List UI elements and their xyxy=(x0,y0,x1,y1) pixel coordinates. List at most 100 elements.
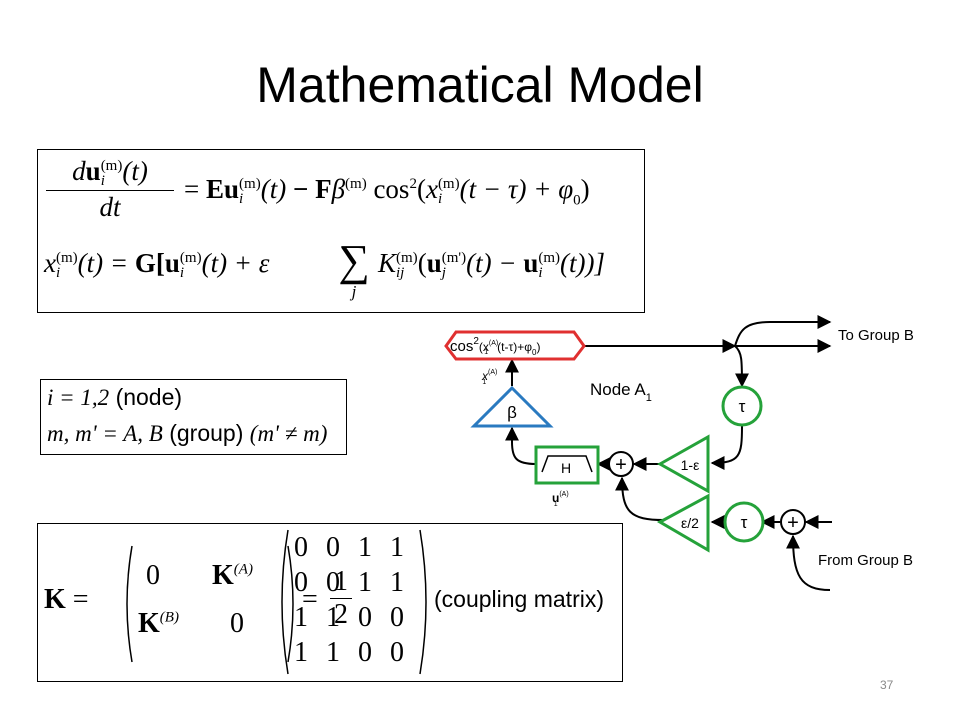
gain-eps-half-label: ε/2 xyxy=(681,515,699,531)
eq1-equals: = xyxy=(184,174,200,204)
coupling-eq2: = xyxy=(302,584,318,615)
eq2-close: (t))] xyxy=(560,248,605,278)
eq2-sum-index: j xyxy=(351,282,357,301)
half-bar xyxy=(330,598,352,599)
equation-box: du(m)i(t) dt = Eu(m)i(t) − Fβ(m) cos2(x(… xyxy=(37,149,645,313)
x-signal-label: x(A)1 xyxy=(481,369,497,386)
eq1-arg2: (t) xyxy=(260,174,287,204)
eq1-x: x xyxy=(425,174,438,204)
eq1-cos: cos xyxy=(373,174,410,204)
matrix-cell: 0 xyxy=(358,637,372,668)
nonlinearity-label: cos2(x(A)1(t-τ)+φ0) xyxy=(450,336,540,357)
delay-bottom-block xyxy=(723,501,765,543)
eq2-minus: (t) − xyxy=(466,248,517,278)
eq2-u3-sup: (m) xyxy=(538,249,561,266)
matrix-cell: 1 xyxy=(390,567,404,598)
sum-node-2 xyxy=(780,509,806,535)
coupling-K: K xyxy=(44,584,66,615)
eq2-u: u xyxy=(164,248,180,278)
matrix-cell: 1 xyxy=(326,637,340,668)
half-num: 1 xyxy=(334,566,348,597)
from-group-label: From Group B xyxy=(818,552,913,569)
matrix-cell: 0 xyxy=(390,637,404,668)
matrix-cell: 0 xyxy=(358,602,372,633)
matrix-cell: 0 xyxy=(326,532,340,563)
eq1-delay: (t − τ) + φ xyxy=(459,174,574,204)
eq1-phi-sub: 0 xyxy=(573,192,581,209)
matrix-cell: 0 xyxy=(294,567,308,598)
eq1-sup-m2: (m) xyxy=(239,175,261,192)
eq1-u2: u xyxy=(224,174,240,204)
def-line1-text: (node) xyxy=(115,384,183,410)
beta-label: β xyxy=(507,403,517,422)
eq2-arg: (t) = xyxy=(77,248,129,278)
eq1-beta-sup: (m) xyxy=(345,176,367,192)
eq1-den: dt xyxy=(99,191,121,222)
eq2-K-sub: ij xyxy=(396,264,405,281)
block-bottom-K: K xyxy=(138,608,160,639)
eq2-u2: u xyxy=(426,248,442,278)
block-matrix-parens xyxy=(126,545,294,663)
eq2-u2-sub: j xyxy=(441,264,446,281)
gain-eps-half-block xyxy=(656,493,710,553)
u-signal-label: u(A)1 xyxy=(552,491,569,508)
eq2-x: x xyxy=(44,248,56,278)
coupling-matrix-parens xyxy=(281,529,427,675)
eq1-arg: (t) xyxy=(122,156,148,186)
equation-1: du(m)i(t) dt = Eu(m)i(t) − Fβ(m) cos2(x(… xyxy=(38,150,644,240)
matrix-cell: 1 xyxy=(294,602,308,633)
eq2-u-sub: i xyxy=(179,264,185,281)
delay-top-label: τ xyxy=(739,397,746,416)
beta-gain-block xyxy=(470,385,554,428)
eq1-sup-m: (m) xyxy=(100,157,123,174)
eq1-fraction: du(m)i (t) dt xyxy=(46,156,174,223)
half-den: 2 xyxy=(334,599,348,630)
matrix-cell: 0 xyxy=(390,602,404,633)
node-label: Node A1 xyxy=(590,380,652,404)
block-top-K-sup: (A) xyxy=(233,561,253,578)
block-bottom-K-sup: (B) xyxy=(159,609,179,626)
half-fraction: 1 2 xyxy=(330,566,352,631)
equation-2: x(m)i(t) = G[u(m)i(t) + ε ∑ j K(m)ij(u(m… xyxy=(44,238,644,310)
def-line1-math: i = 1,2 xyxy=(47,385,110,410)
block-matrix: 0 K(A) K(B) 0 xyxy=(134,550,284,660)
delay-top-block xyxy=(721,385,763,427)
def-line2-cond: (m' ≠ m) xyxy=(249,421,328,446)
eq2-open: ( xyxy=(417,248,427,278)
eq1-x-sub: i xyxy=(437,190,443,207)
eq1-cos-sq: 2 xyxy=(409,176,417,192)
eq1-x-sup: (m) xyxy=(437,175,460,192)
gain-one-minus-eps-block xyxy=(656,434,710,494)
eq2-K: K xyxy=(378,248,397,278)
filter-label: H xyxy=(561,460,571,476)
block-bottom-zero: 0 xyxy=(230,608,244,639)
block-top-K: K xyxy=(212,560,234,591)
eq1-minus-F: − F xyxy=(292,174,332,204)
slide-title: Mathematical Model xyxy=(256,57,704,113)
eq1-rhs: = Eu(m)i(t) − Fβ(m) cos2(x(m)i(t − τ) + … xyxy=(184,174,590,209)
block-top-zero: 0 xyxy=(146,560,160,591)
matrix-cell: 0 xyxy=(294,532,308,563)
sum-node-1 xyxy=(608,451,634,477)
eq2-K-sup: (m) xyxy=(396,249,418,266)
eq1-fraction-bar xyxy=(46,189,174,191)
eq1-d: d xyxy=(72,156,86,186)
matrix-cell: 1 xyxy=(294,637,308,668)
eq1-close: ) xyxy=(580,174,590,204)
gain-one-minus-eps-label: 1-ε xyxy=(681,457,700,473)
eq1-sub-i: i xyxy=(100,172,105,189)
matrix-cell: 1 xyxy=(358,532,372,563)
def-line2-math: m, m' = A, B xyxy=(47,421,163,446)
eq2-sigma: ∑ xyxy=(338,236,370,285)
coupling-eq1: = xyxy=(72,584,89,615)
eq2-u3-sub: i xyxy=(538,264,543,281)
delay-bottom-label: τ xyxy=(741,513,748,532)
eq1-beta: β xyxy=(331,174,346,204)
eq1-u: u xyxy=(85,156,101,186)
matrix-cell: 1 xyxy=(390,532,404,563)
filter-H-block xyxy=(534,445,600,485)
eq2-u2-sup: (m') xyxy=(441,249,467,266)
sum-node-2-label: + xyxy=(787,512,799,534)
